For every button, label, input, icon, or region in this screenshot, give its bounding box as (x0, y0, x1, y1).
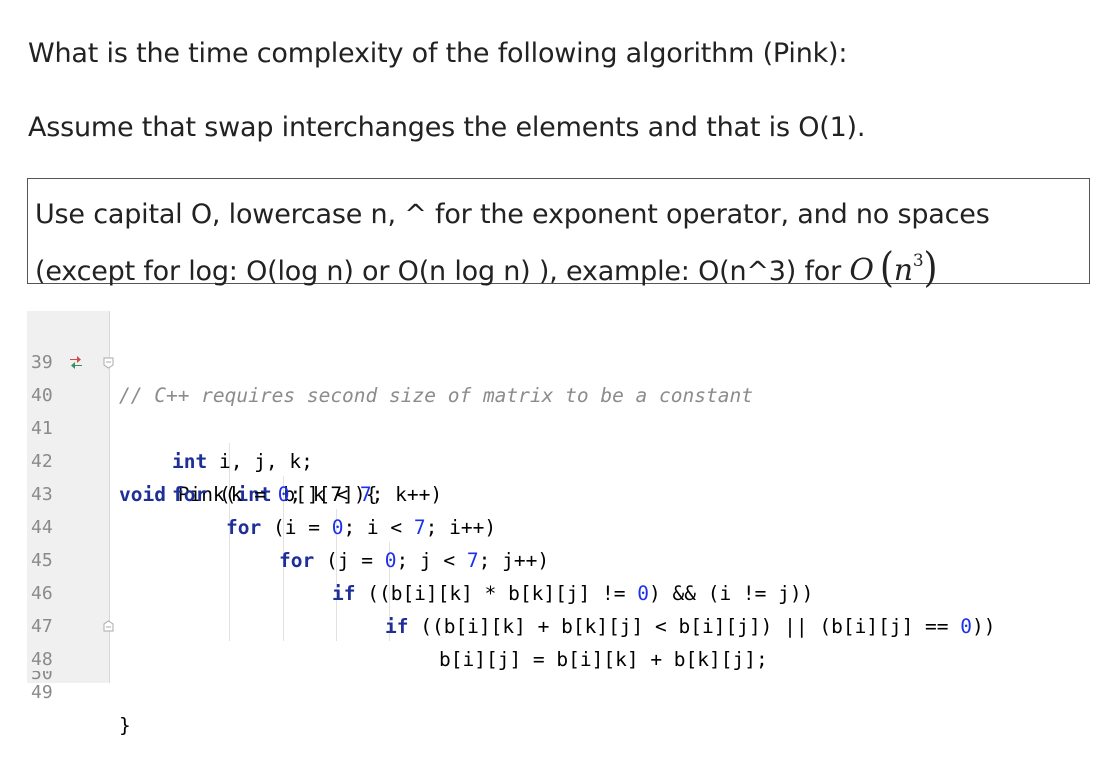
indent-guide (283, 476, 284, 641)
math-big-o: O (849, 253, 874, 288)
line-number: 46 (31, 583, 53, 604)
keyword: if (332, 582, 356, 605)
number-literal: 0 (637, 582, 649, 605)
answer-instructions-box: Use capital O, lowercase n, ^ for the ex… (27, 178, 1090, 292)
keyword: for (226, 516, 262, 539)
code-token: b[i][j] = b[i][k] + b[k][j]; (439, 648, 768, 671)
code-line: 47 b[i][j] = b[i][k] + b[k][j]; (27, 577, 768, 671)
number-literal: 0 (384, 549, 397, 572)
line-number: 41 (31, 418, 53, 439)
code-token: (i = (261, 516, 332, 539)
keyword: for (172, 483, 208, 506)
code-token: ; j < (396, 549, 467, 572)
code-text: } (119, 709, 131, 742)
number-literal: 0 (331, 516, 344, 539)
code-token: ) && (i != j)) (649, 582, 814, 605)
keyword: int (236, 483, 272, 506)
fold-marker-icon[interactable] (103, 357, 114, 369)
code-line: 41 int i, j, k; (27, 379, 313, 473)
code-line: 43 for (i = 0; i < 7; i++) (27, 445, 496, 539)
code-line: 40 void Pink(int b[][7]){ (27, 346, 377, 506)
line-number: 49 (31, 682, 53, 703)
code-token: )) (972, 615, 996, 638)
code-token: ((b[i][k] * b[k][j] != (355, 582, 638, 605)
math-n: n (893, 253, 913, 288)
fold-end-marker-icon[interactable] (103, 620, 114, 632)
line-number: 39 (31, 352, 53, 373)
code-editor: 39 // C++ requires second size of matrix… (27, 311, 1097, 737)
code-text: for (j = 0; j < 7; j++) (279, 544, 549, 577)
question-text: What is the time complexity of the follo… (28, 38, 848, 69)
line-number: 42 (31, 451, 53, 472)
code-token: ; k < (289, 483, 360, 506)
keyword: void (119, 483, 166, 506)
instructions-line-2-text: (except for log: O(log n) or O(n log n) … (35, 256, 842, 287)
line-number: 47 (31, 616, 53, 637)
line-number: 40 (31, 385, 53, 406)
indent-guide (389, 542, 390, 641)
override-arrows-icon[interactable] (68, 355, 84, 371)
math-close-paren: ) (923, 244, 938, 292)
code-line: 44 for (j = 0; j < 7; j++) (27, 478, 549, 572)
number-literal: 7 (359, 483, 372, 506)
code-text: if ((b[i][k] + b[k][j] < b[i][j]) || (b[… (385, 610, 996, 643)
code-token: ; k++) (371, 483, 443, 506)
code-token: ((b[i][k] + b[k][j] < b[i][j]) || (b[i][… (408, 615, 961, 638)
code-text: for (i = 0; i < 7; i++) (226, 511, 496, 544)
code-token: ; i++) (425, 516, 497, 539)
code-text: if ((b[i][k] * b[k][j] != 0) && (i != j)… (332, 577, 813, 610)
keyword: for (279, 549, 315, 572)
line-number-gutter (27, 311, 110, 683)
number-literal: 7 (413, 516, 426, 539)
code-text: int i, j, k; (172, 445, 313, 478)
code-token: i, j, k; (207, 450, 313, 473)
code-text: b[i][j] = b[i][k] + b[k][j]; (439, 643, 768, 676)
code-line: 46 if ((b[i][k] + b[k][j] < b[i][j]) || … (27, 544, 996, 638)
line-number: 44 (31, 517, 53, 538)
code-token: b[][7]){ (271, 483, 378, 506)
code-token: } (119, 714, 131, 737)
line-number: 50 (31, 671, 53, 683)
code-line: 45 if ((b[i][k] * b[k][j] != 0) && (i !=… (27, 511, 813, 605)
line-number: 45 (31, 550, 53, 571)
code-token: ; i < (343, 516, 414, 539)
assumption-text: Assume that swap interchanges the elemen… (28, 112, 866, 143)
code-token: (k = (207, 483, 278, 506)
number-literal: 7 (466, 549, 479, 572)
code-line: 49 (27, 643, 74, 703)
code-line: 48 } (27, 610, 131, 737)
line-number: 43 (31, 484, 53, 505)
math-expression: O(n3) (849, 245, 937, 292)
code-text: // C++ requires second size of matrix to… (119, 379, 753, 412)
code-token: Pink( (165, 483, 237, 506)
number-literal: 0 (960, 615, 973, 638)
indent-guide (229, 443, 230, 641)
line-number: 48 (31, 649, 53, 670)
code-line: 39 // C++ requires second size of matrix… (27, 313, 753, 407)
code-token: ; j++) (478, 549, 550, 572)
line-number-partial: 50 (31, 671, 53, 683)
math-exponent: 3 (912, 251, 924, 271)
code-comment: // C++ requires second size of matrix to… (119, 384, 753, 407)
instructions-line-2: (except for log: O(log n) or O(n log n) … (35, 238, 1089, 295)
code-text: for (k = 0; k < 7; k++) (172, 478, 442, 511)
code-token: (j = (314, 549, 385, 572)
keyword: int (172, 450, 208, 473)
keyword: if (385, 615, 409, 638)
code-line: 42 for (k = 0; k < 7; k++) (27, 412, 442, 506)
code-text: void Pink(int b[][7]){ (119, 478, 377, 511)
indent-guide (336, 509, 337, 641)
math-open-paren: ( (879, 244, 894, 292)
instructions-line-1: Use capital O, lowercase n, ^ for the ex… (35, 199, 990, 230)
number-literal: 0 (277, 483, 290, 506)
